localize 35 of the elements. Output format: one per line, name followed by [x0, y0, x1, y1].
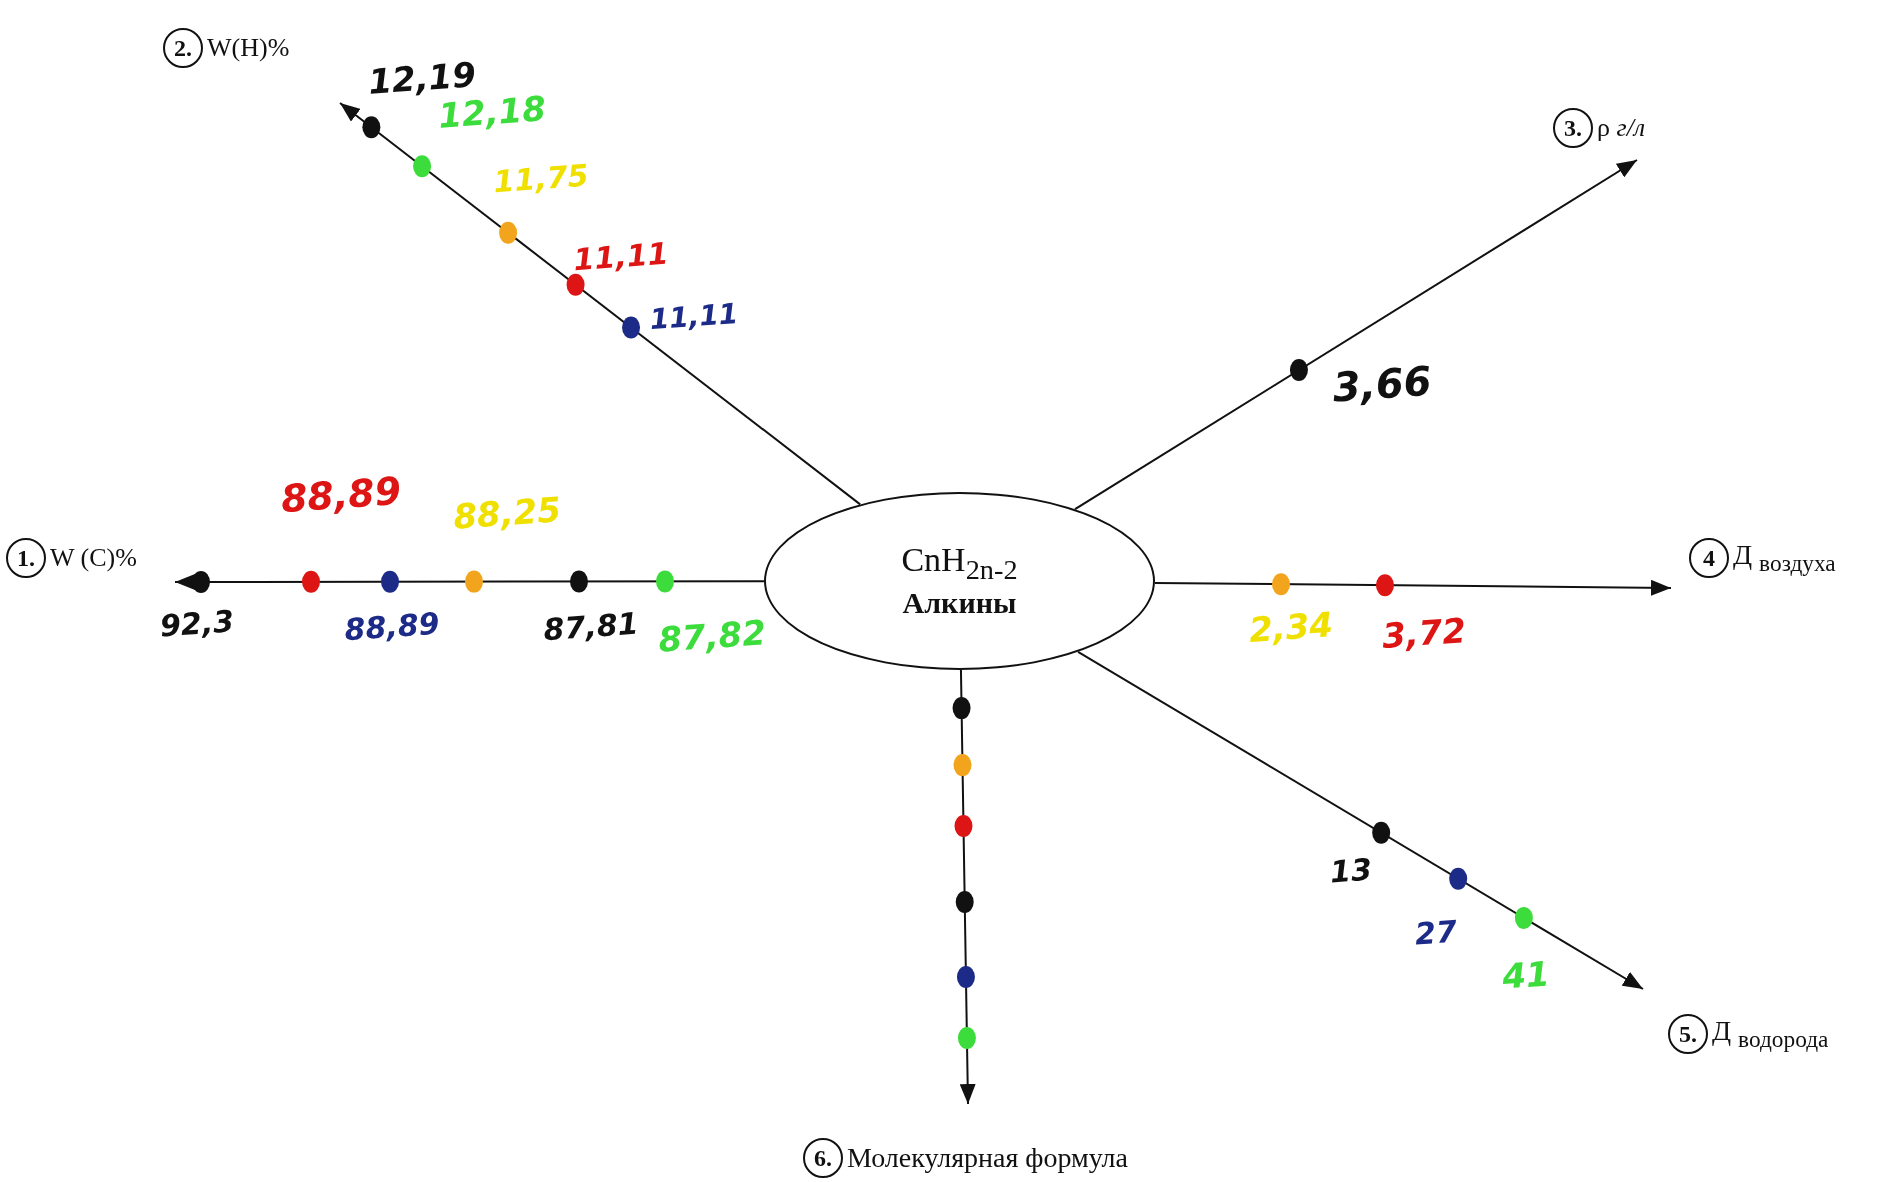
arrow	[959, 669, 976, 1105]
value-label: 11,11	[572, 238, 670, 276]
axis-label: Д $_{воздуха}$	[1733, 538, 1836, 578]
value-label: 27	[1414, 916, 1458, 950]
axis-label: W (C)%	[50, 542, 137, 574]
value-label: 3,72	[1380, 613, 1468, 653]
class-name: Алкины	[902, 584, 1017, 621]
value-label: 87,82	[657, 615, 767, 657]
arrow	[339, 102, 862, 506]
axis-label: Молекулярная формула	[847, 1141, 1128, 1175]
value-label: 88,89	[279, 471, 403, 519]
value-label: 88,89	[343, 608, 441, 646]
value-label: 13	[1329, 854, 1373, 888]
value-label: 3,66	[1331, 360, 1433, 408]
value-label: 92,3	[159, 606, 235, 642]
circled-number: 4	[1689, 538, 1729, 578]
arrow	[174, 574, 765, 590]
circled-number: 5.	[1668, 1014, 1708, 1054]
circled-number: 1.	[6, 538, 46, 578]
arrow	[1153, 579, 1672, 596]
axis-label: ρ г/л	[1597, 112, 1646, 144]
value-label: 41	[1501, 956, 1551, 994]
value-label: 87,81	[542, 608, 640, 646]
value-label: 88,25	[452, 492, 562, 534]
axis-label: W(H)%	[207, 32, 290, 64]
axis-label: Д $_{водорода}$	[1712, 1014, 1829, 1054]
arrow	[1077, 650, 1644, 990]
value-label: 11,75	[492, 160, 590, 198]
value-label: 2,34	[1247, 607, 1335, 647]
formula-text: CnH$_{2n-2}$	[901, 541, 1018, 585]
circled-number: 2.	[163, 28, 203, 68]
circled-number: 3.	[1553, 108, 1593, 148]
value-label: 11,11	[648, 299, 740, 335]
circled-number: 6.	[803, 1138, 843, 1178]
arrow	[1074, 159, 1638, 511]
